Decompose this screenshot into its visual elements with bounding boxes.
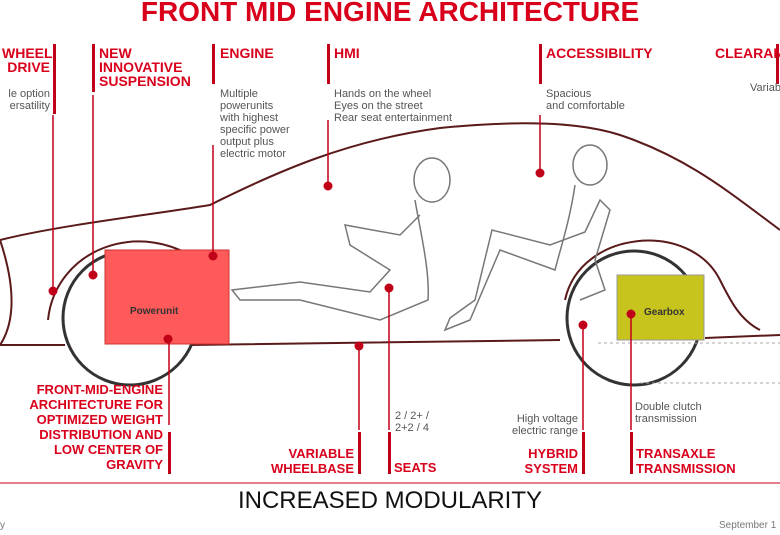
label-architecture: FRONT-MID-ENGINE ARCHITECTURE FOR OPTIMI… (0, 382, 163, 472)
desc-transaxle: Double clutch transmission (635, 401, 702, 425)
label-transaxle: TRANSAXLE TRANSMISSION (636, 446, 736, 476)
hybrid-line-0: HYBRID (528, 446, 578, 461)
architecture-line-2: OPTIMIZED WEIGHT (36, 412, 163, 427)
desc-engine: Multiple powerunits with highest specifi… (220, 88, 290, 160)
suspension-line1: NEW (99, 45, 132, 61)
bar-seats (388, 432, 391, 474)
engine-desc-5: electric motor (220, 148, 287, 160)
hybrid-desc-1: electric range (511, 425, 578, 437)
bar-wheelbase (358, 432, 361, 474)
label-wheel-drive: WHEEL DRIVE (2, 45, 53, 75)
engine-desc-3: specific power (220, 124, 290, 136)
suspension-line3: SUSPENSION (99, 73, 191, 89)
transaxle-desc-0: Double clutch (635, 401, 702, 413)
wheel-drive-desc1: le option (8, 88, 50, 100)
passenger-figure (443, 144, 611, 332)
gearbox-label: Gearbox (644, 307, 685, 318)
bar-wheel-drive (53, 44, 56, 114)
bar-clearance (776, 44, 779, 84)
bar-engine (212, 44, 215, 84)
architecture-line-1: ARCHITECTURE FOR (29, 397, 163, 412)
label-clearance: CLEARANC (715, 46, 780, 60)
footer-left-text: y (0, 520, 5, 531)
label-wheelbase: VARIABLE WHEELBASE (262, 446, 354, 476)
desc-hybrid: High voltage electric range (496, 413, 578, 437)
architecture-line-0: FRONT-MID-ENGINE (36, 382, 163, 397)
engine-desc-1: powerunits (220, 100, 274, 112)
label-engine: ENGINE (220, 46, 274, 60)
desc-hmi: Hands on the wheel Eyes on the street Re… (334, 88, 452, 124)
transaxle-line-0: TRANSAXLE (636, 446, 716, 461)
bar-architecture (168, 432, 171, 474)
hmi-desc-1: Eyes on the street (334, 100, 423, 112)
bar-transaxle (630, 432, 633, 474)
desc-wheel-drive: le option ersatility (2, 88, 50, 112)
seats-desc-1: 2+2 / 4 (395, 422, 429, 434)
bar-accessibility (539, 44, 542, 84)
powerunit-label: Powerunit (130, 306, 179, 317)
suspension-line2: INNOVATIVE (99, 59, 183, 75)
seats-desc-0: 2 / 2+ / (395, 410, 429, 422)
transaxle-desc-1: transmission (635, 413, 697, 425)
engine-desc-0: Multiple (220, 88, 258, 100)
accessibility-line1: ACCESSIBILITY (546, 45, 653, 61)
label-seats: SEATS (394, 461, 436, 475)
callout-lines (52, 95, 632, 430)
label-hmi: HMI (334, 46, 360, 60)
clearance-line1: CLEARANC (715, 45, 780, 61)
car-body-outline (0, 122, 780, 346)
architecture-line-4: LOW CENTER OF (53, 442, 163, 457)
desc-seats: 2 / 2+ / 2+2 / 4 (395, 410, 429, 434)
driver-figure (230, 157, 451, 321)
accessibility-desc-0: Spacious (546, 88, 592, 100)
hmi-line1: HMI (334, 45, 360, 61)
rear-wheel-arch (564, 239, 761, 331)
bar-hmi (327, 44, 330, 84)
wheel-drive-line1: WHEEL (2, 45, 53, 61)
wheelbase-line-0: VARIABLE (288, 446, 354, 461)
modularity-heading: INCREASED MODULARITY (237, 487, 543, 514)
bar-hybrid (582, 432, 585, 474)
bar-suspension (92, 44, 95, 92)
hybrid-line-1: SYSTEM (524, 461, 578, 476)
label-suspension: NEW INNOVATIVE SUSPENSION (99, 46, 191, 88)
callout-dots (48, 168, 636, 351)
page-title: FRONT MID ENGINE ARCHITECTURE (140, 0, 640, 27)
wheel-drive-desc2: ersatility (9, 100, 50, 112)
engine-line1: ENGINE (220, 45, 274, 61)
accessibility-desc-1: and comfortable (546, 100, 625, 112)
hmi-desc-0: Hands on the wheel (334, 88, 432, 100)
clearance-desc1: Variab (750, 82, 780, 94)
transaxle-line-1: TRANSMISSION (636, 461, 736, 476)
desc-clearance: Variab (750, 82, 780, 94)
powerunit-box (104, 249, 230, 345)
hybrid-desc-0: High voltage (516, 413, 578, 425)
engine-desc-4: output plus (220, 136, 274, 148)
architecture-line-5: GRAVITY (106, 457, 163, 472)
engine-desc-2: with highest (220, 112, 279, 124)
desc-accessibility: Spacious and comfortable (546, 88, 625, 112)
hmi-desc-2: Rear seat entertainment (334, 112, 453, 124)
label-hybrid: HYBRID SYSTEM (500, 446, 578, 476)
wheel-drive-line2: DRIVE (7, 59, 50, 75)
label-accessibility: ACCESSIBILITY (546, 46, 653, 60)
architecture-line-3: DISTRIBUTION AND (39, 427, 163, 442)
wheelbase-line-1: WHEELBASE (270, 461, 354, 476)
footer-date: September 1 (719, 520, 777, 531)
seats-title: SEATS (394, 460, 437, 475)
